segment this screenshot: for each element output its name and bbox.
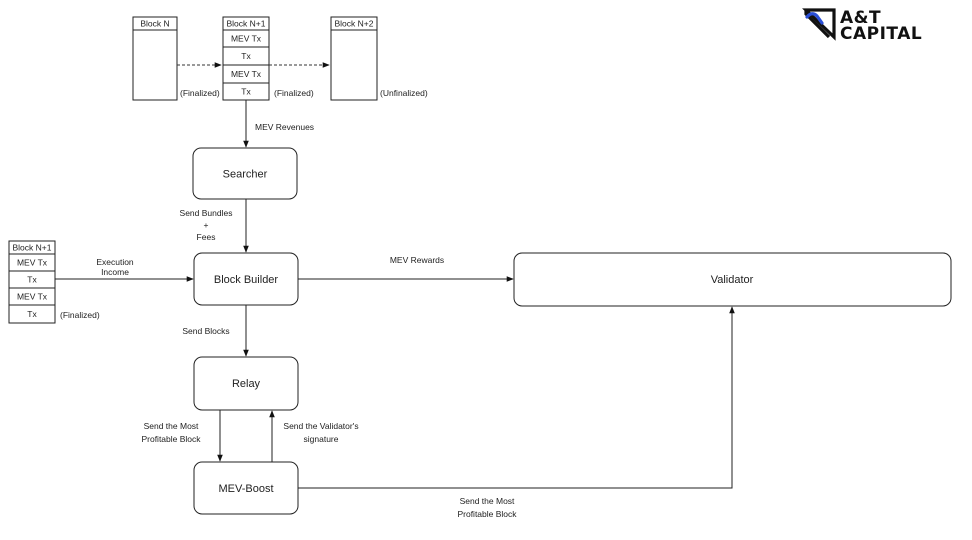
edge-send-blocks-label: Send Blocks [182, 326, 229, 336]
edge-mev-boost-to-validator [298, 306, 735, 489]
node-relay-label: Relay [232, 378, 261, 390]
edge-send-bundles-label-2: + [204, 220, 209, 230]
block-n2: Block N+2 [330, 16, 378, 101]
logo-line1: A&T [840, 8, 881, 28]
block-n: Block N [132, 16, 178, 101]
block-n1-top-row: Tx [241, 51, 251, 61]
edge-mev-boost-to-validator-label-1: Send the Most [460, 496, 515, 506]
block-n1-left-row: MEV Tx [17, 258, 48, 268]
block-n1-top-row: MEV Tx [231, 69, 262, 79]
node-mev-boost-label: MEV-Boost [218, 483, 273, 495]
edge-mev-rewards-label: MEV Rewards [390, 255, 444, 265]
block-n1-top-row: Tx [241, 87, 251, 97]
block-n-status: (Finalized) [180, 88, 220, 98]
node-validator-label: Validator [711, 274, 754, 286]
logo: A&T CAPITAL [802, 8, 922, 44]
node-block-builder: Block Builder [193, 252, 299, 306]
block-n1-top-status: (Finalized) [274, 88, 314, 98]
edge-mev-boost-to-relay-label-2: signature [304, 434, 339, 444]
edge-execution-income-label-1: Execution [96, 257, 134, 267]
block-n1-top-row: MEV Tx [231, 34, 262, 44]
edge-relay-to-mev-boost-label-2: Profitable Block [141, 434, 201, 444]
node-searcher: Searcher [192, 147, 298, 200]
block-n2-title: Block N+2 [335, 19, 374, 29]
logo-mark-icon [802, 8, 836, 41]
block-n2-status: (Unfinalized) [380, 88, 428, 98]
edge-mev-boost-to-validator-label-2: Profitable Block [457, 509, 517, 519]
edge-mev-boost-to-relay-label-1: Send the Validator's [283, 421, 358, 431]
block-n1-left-row: Tx [27, 275, 37, 285]
block-n1-left: Block N+1 MEV Tx Tx MEV Tx Tx [8, 240, 56, 324]
block-n1-left-row: Tx [27, 309, 37, 319]
node-searcher-label: Searcher [223, 169, 268, 181]
edge-send-bundles-label-1: Send Bundles [180, 208, 233, 218]
edge-execution-income-label-2: Income [101, 267, 129, 277]
node-validator: Validator [513, 252, 952, 307]
node-mev-boost: MEV-Boost [193, 461, 299, 515]
block-n1-left-status: (Finalized) [60, 310, 100, 320]
edge-relay-to-mev-boost-label-1: Send the Most [144, 421, 199, 431]
edge-mev-revenues-label: MEV Revenues [255, 122, 314, 132]
node-block-builder-label: Block Builder [214, 274, 279, 286]
block-n-title: Block N [140, 19, 169, 29]
block-n1-top: Block N+1 MEV Tx Tx MEV Tx Tx [222, 16, 270, 101]
block-n1-left-title: Block N+1 [13, 243, 52, 253]
block-n1-left-row: MEV Tx [17, 292, 48, 302]
edge-send-bundles-label-3: Fees [197, 232, 216, 242]
logo-line2: CAPITAL [840, 24, 922, 44]
block-n1-top-title: Block N+1 [227, 19, 266, 29]
node-relay: Relay [193, 356, 299, 411]
